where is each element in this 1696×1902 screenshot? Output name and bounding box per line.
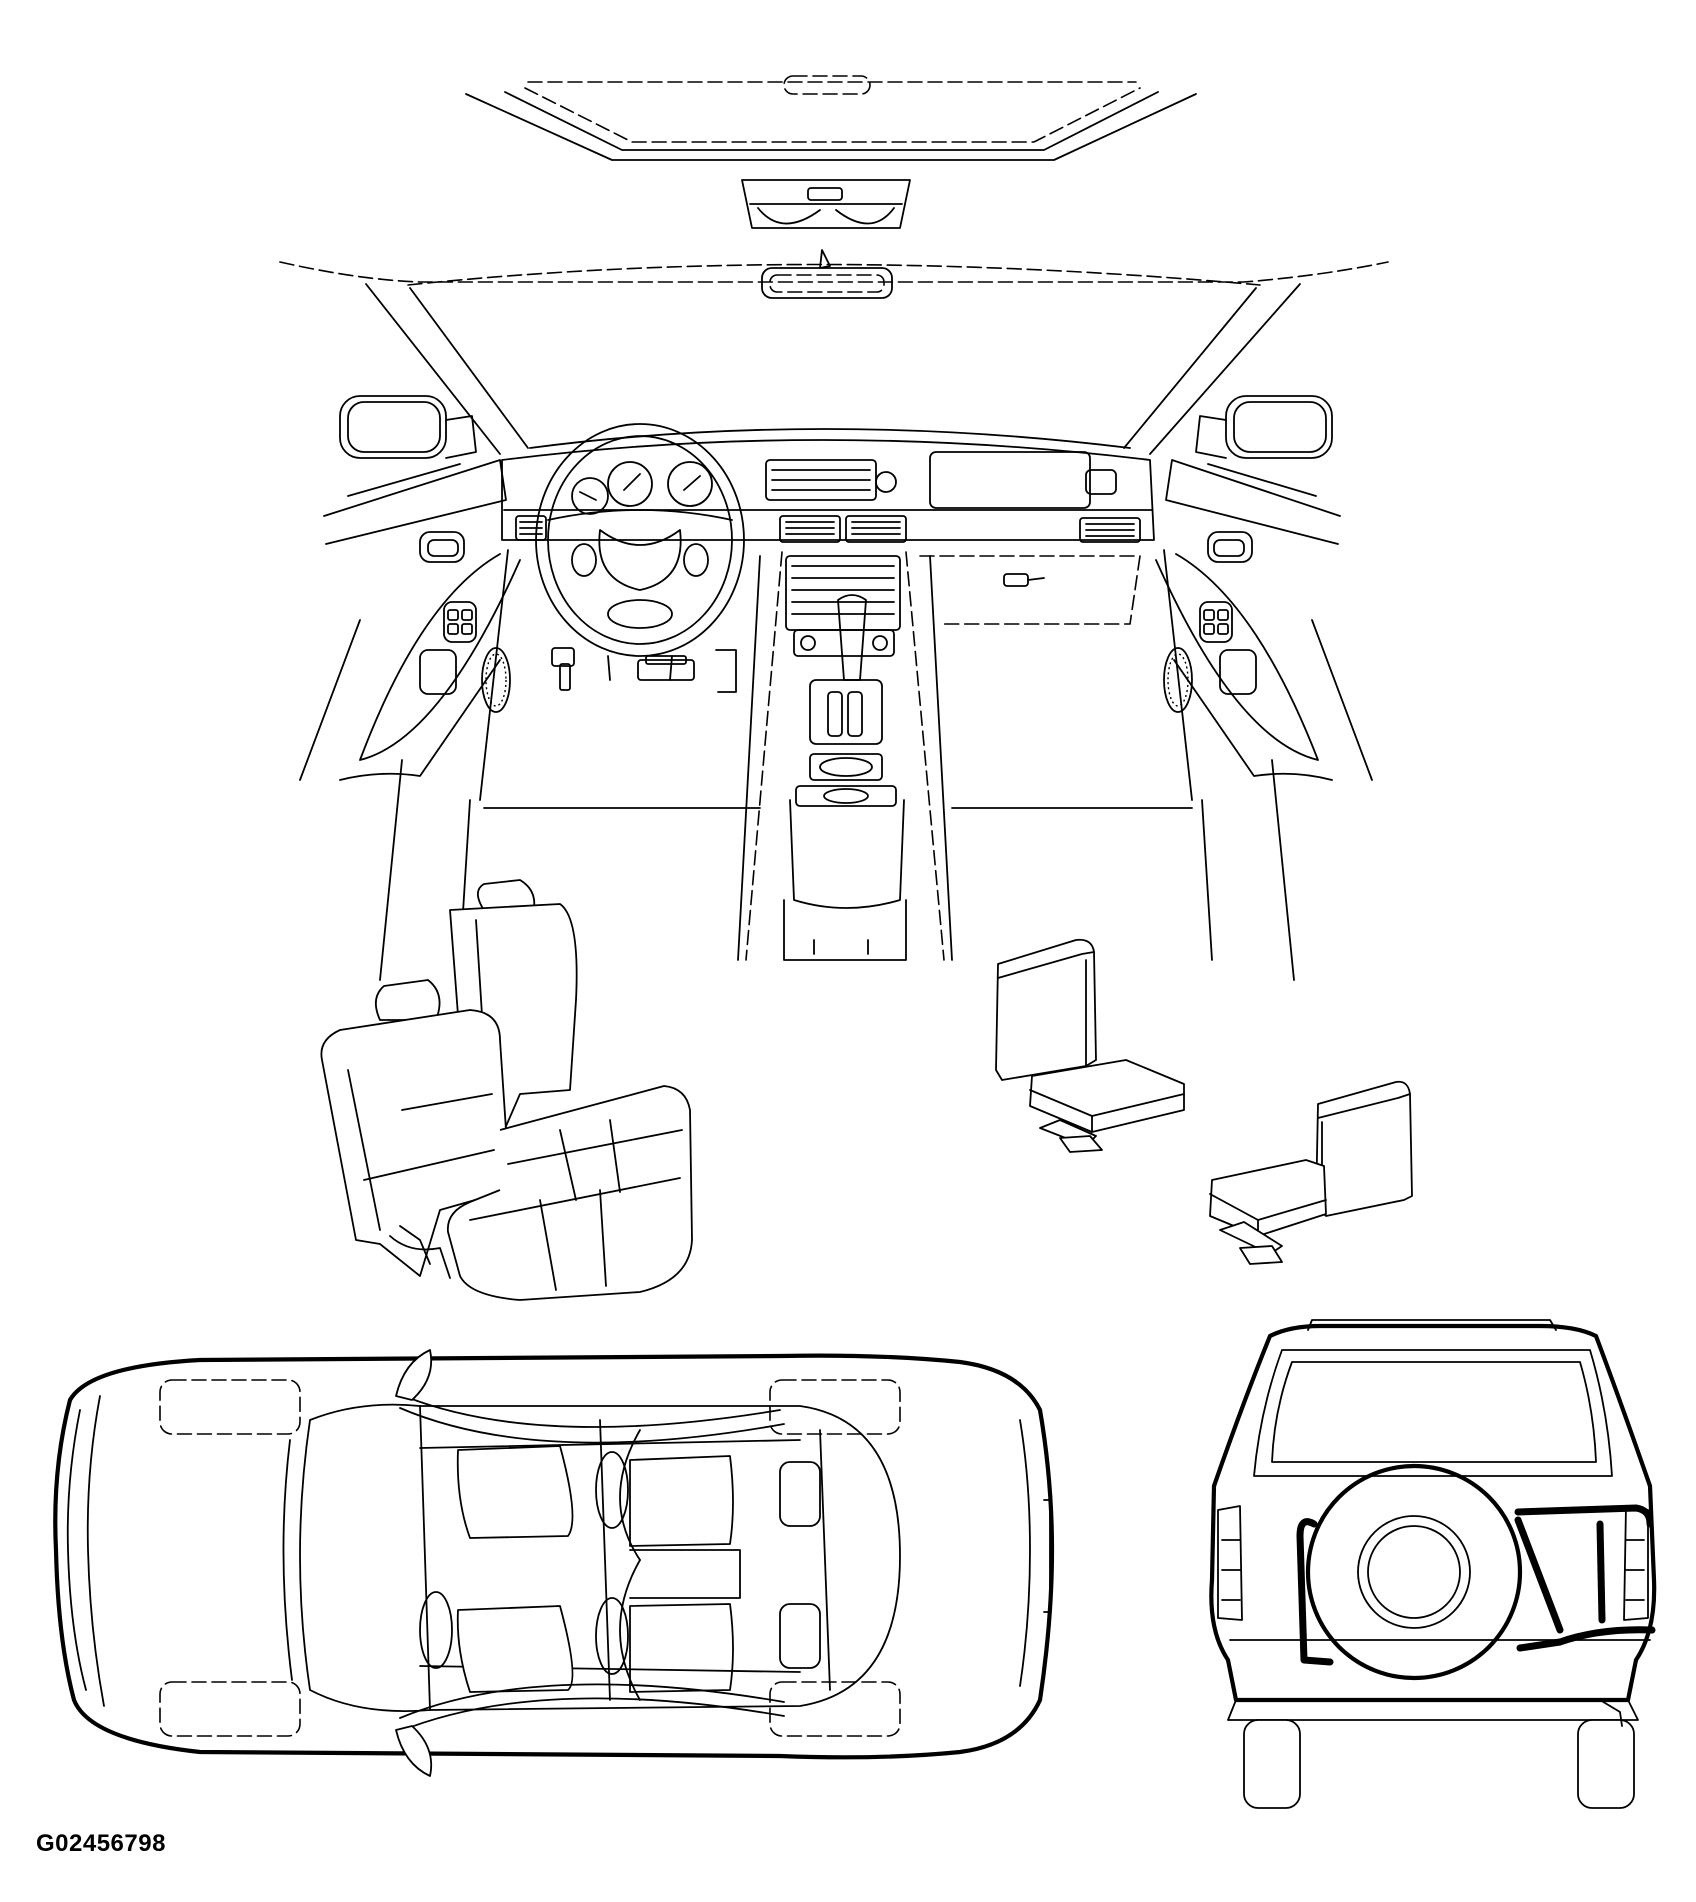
instrument-panel [501, 439, 1155, 543]
glove-box [919, 555, 1141, 625]
center-console [737, 551, 953, 961]
dome-light [741, 179, 911, 229]
front-seats-view [995, 938, 1413, 1265]
left-door [299, 459, 761, 981]
steering-wheel [535, 423, 745, 681]
right-door [951, 459, 1373, 981]
figure-id-label: G02456798 [36, 1830, 166, 1857]
sunroof [465, 75, 1197, 161]
windshield [279, 261, 1389, 455]
left-side-mirror [339, 395, 477, 459]
vehicle-top-view [53, 1349, 1055, 1777]
pedals [551, 647, 737, 693]
rear-bench-seat-view [320, 879, 693, 1301]
right-side-mirror [1195, 395, 1333, 459]
rearview-mirror [761, 249, 893, 299]
dashboard-interior-view [279, 75, 1389, 981]
vehicle-rear-view [1209, 1319, 1657, 1809]
